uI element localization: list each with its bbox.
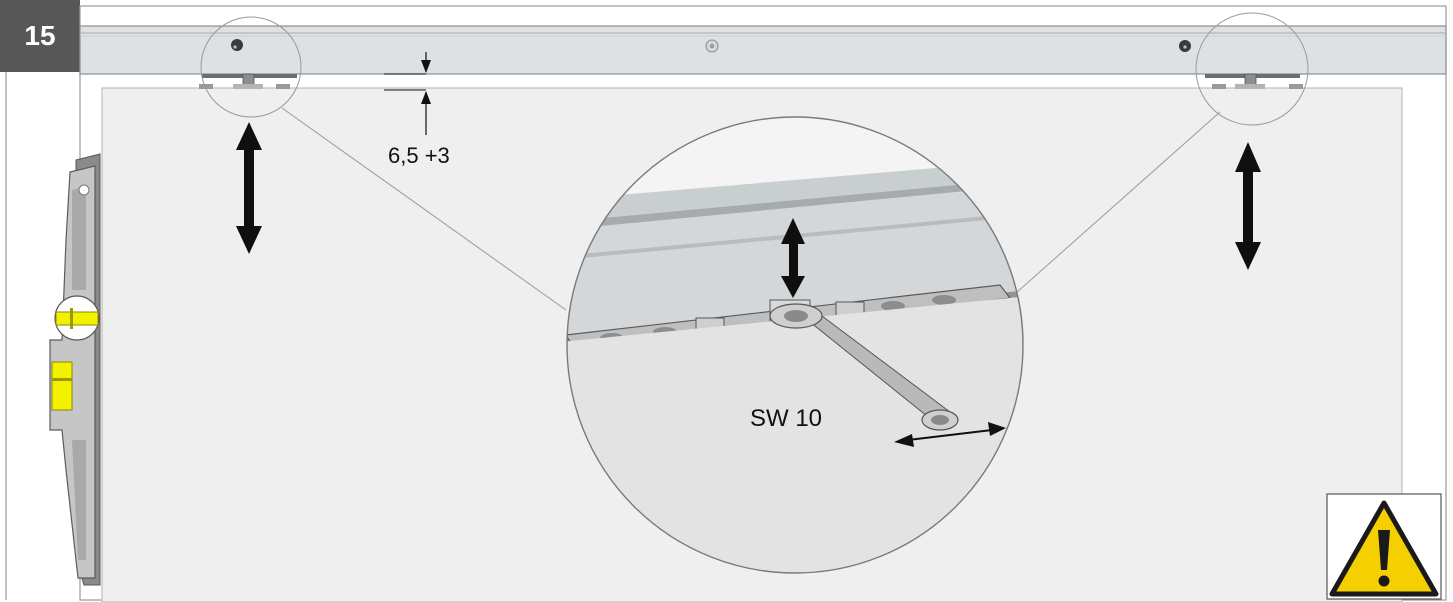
zoom-circle-outline: [566, 116, 1024, 574]
gap-dimension-label: 6,5 +3: [388, 143, 450, 168]
gap-dimension-marker: [384, 52, 431, 135]
step-number-badge: 15: [0, 0, 80, 72]
leader-line-right: [1015, 111, 1221, 294]
double-arrow-icon: [236, 122, 262, 254]
right-detail-circle: [1195, 12, 1309, 126]
leader-line-left: [281, 107, 567, 311]
double-arrow-icon: [894, 422, 1006, 447]
left-detail-circle: [200, 16, 302, 118]
double-arrow-icon: [1235, 142, 1261, 270]
wrench-size-label: SW 10: [750, 405, 822, 432]
spirit-level-icon: [49, 153, 101, 586]
left-hanger-fitting: [199, 39, 297, 89]
warning-triangle-icon: [1326, 493, 1442, 600]
top-track-rail: [79, 25, 1447, 75]
double-arrow-icon: [781, 218, 805, 298]
right-hanger-fitting: [1179, 40, 1303, 89]
wrench-icon: [769, 303, 959, 431]
